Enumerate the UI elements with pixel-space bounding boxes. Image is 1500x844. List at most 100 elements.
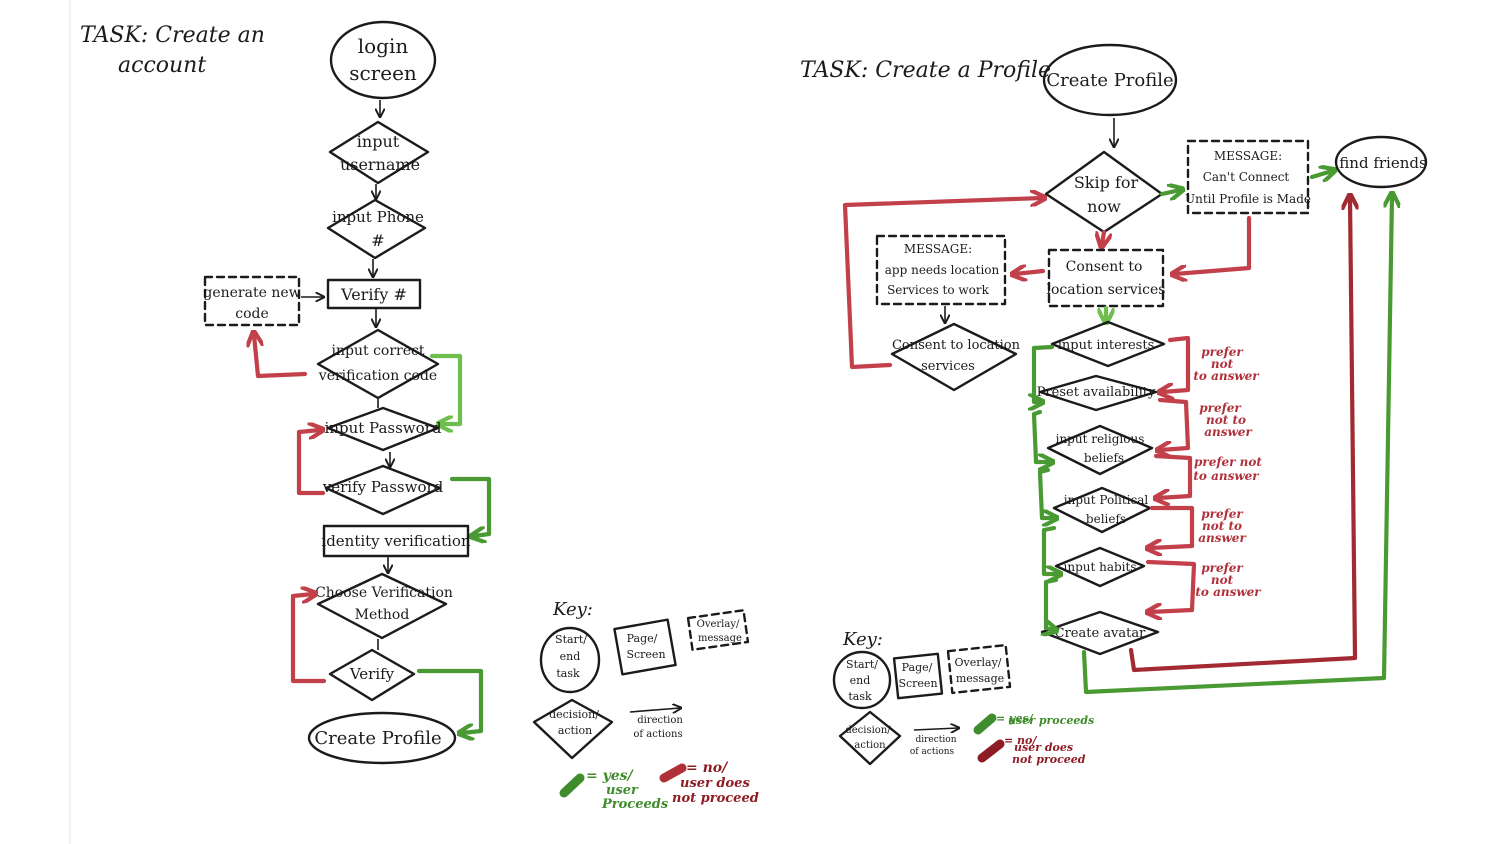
skip-habits-path [1148,559,1197,612]
legend-no-3: not proceed [672,791,759,806]
pref3-2: to answer [1193,469,1260,483]
pref4-3: answer [1198,531,1247,545]
left-key-title: Key: [552,599,593,620]
phone-label-2: # [371,231,384,250]
legend-no-1: = no/ [686,760,729,776]
legend-yes-1: = yes/ [586,768,635,784]
yes-interests-to-availability [1034,344,1055,402]
yes-habits-to-avatar [1046,577,1056,630]
skip-label-2: now [1087,197,1121,216]
pref2-2: not to [1206,413,1246,427]
legend-yes-1: = yes/ [996,712,1034,725]
no-path-choose-again [290,594,327,684]
left-flowchart: TASK: Create an account login screen inp… [80,20,492,765]
verify-label: Verify [349,665,395,683]
login-screen-start [329,20,437,100]
yes-path-to-create-profile [416,668,484,733]
password-label: input Password [325,419,442,437]
legend-decision-shape [532,698,614,760]
login-label-1: login [358,34,409,58]
interests-label: input interests [1058,338,1155,353]
legend-decision-shape [838,710,902,766]
create-avatar-decision [1040,610,1160,656]
legend-yes-swatch [559,773,585,798]
create-profile-start [1042,43,1178,117]
create-profile-label: Create Profile [314,728,441,749]
skip-religious-path [1156,453,1193,498]
legend-direction-1: direction [637,715,683,726]
legend-start-end-shape [832,650,892,710]
political-label-1: input Political [1064,493,1149,507]
left-task-title: TASK: Create an [80,23,265,48]
yes-path-to-message [1159,190,1180,194]
verify-password-label: verify Password [322,478,444,496]
preset-availability-decision [1038,374,1158,412]
legend-yes-3: Proceeds [601,797,669,812]
left-task-title-2: account [118,53,206,78]
verification-code-decision [316,328,440,400]
legend-start-3: task [556,667,580,680]
legend-overlay-shape [686,609,750,651]
choose-label-1: Choose Verification [315,585,453,601]
legend-no-swatch [659,763,687,783]
legend-decision-2: action [558,724,592,737]
verify-number-label: Verify # [340,285,407,304]
legend-no-swatch [977,739,1005,763]
legend-no-2: user does [1014,741,1073,754]
legend-overlay-2: message [698,633,742,644]
legend-page-shape [892,652,944,700]
pref1-2: not [1211,357,1234,371]
consent-location-decision [890,322,1018,392]
skip-availability-path [1160,397,1191,450]
username-label-1: input [357,132,400,151]
right-create-profile-label: Create Profile [1046,70,1173,91]
msg2-label-2: app needs location [885,263,1000,277]
religious-beliefs-decision [1046,424,1154,476]
pref1-3: to answer [1193,369,1260,383]
religious-label-2: beliefs [1084,451,1124,465]
legend-start-1: Start/ [555,633,587,646]
legend-page-shape [613,618,677,676]
avatar-label: Create avatar [1055,626,1146,641]
pref4-2: not to [1202,519,1242,533]
login-label-2: screen [349,61,417,85]
political-beliefs-decision [1052,486,1152,534]
yes-religious-to-political [1037,467,1054,518]
msg1-label-2: Can't Connect [1203,170,1290,184]
political-label-2: beliefs [1086,512,1126,526]
legend-no-1: = no/ [1004,734,1037,747]
msg2-label-3: Services to work [887,283,990,297]
no-path-skip-to-consent [1102,229,1104,244]
right-sheet [765,0,1500,844]
legend-page-2: Screen [626,648,665,661]
pref5-2: not [1211,573,1234,587]
pref1-1: prefer [1201,345,1244,359]
msg1-label-1: MESSAGE: [1214,149,1282,163]
cant-connect-message-overlay [1186,139,1310,215]
legend-page-1: Page/ [902,661,933,674]
pref5-3: to answer [1195,585,1262,599]
legend-yes-2: user [606,783,639,798]
legend-yes-swatch [973,713,997,735]
correct-label-2: verification code [318,368,437,384]
availability-label: Preset availability [1037,385,1156,400]
legend-overlay-shape [946,643,1012,695]
input-password-decision [326,406,440,452]
pref3-1: prefer not [1194,455,1262,469]
no-path-to-location-message [1015,271,1046,274]
no-path-message-to-consent [1175,215,1252,274]
religious-label-1: input religious [1056,432,1145,446]
no-path-generate-code [254,335,308,379]
pref2-3: answer [1204,425,1253,439]
create-profile-end [307,711,457,765]
left-key-legend: Key: Start/ end task Page/ Screen Overla… [532,599,759,812]
msg1-label-3: Until Profile is Made [1185,192,1311,206]
pref2-1: prefer [1199,401,1242,415]
legend-start-end-shape [539,626,601,694]
yes-path-avatar-to-find-friends [1081,196,1392,695]
identity-label: identity verification [321,532,471,550]
input-phone-decision [326,198,427,260]
msg2-label-1: MESSAGE: [904,242,972,256]
legend-direction-1: direction [915,735,956,745]
